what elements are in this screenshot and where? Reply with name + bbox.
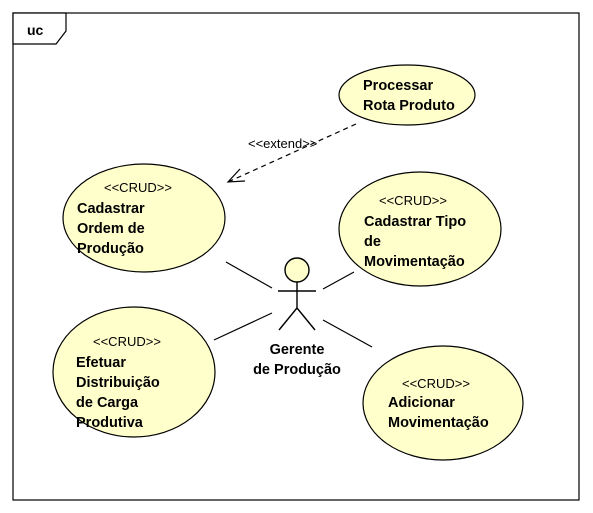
crud-stereotype: <<CRUD>> [402, 376, 470, 391]
association-line-cadastrar-tipo [322, 271, 355, 290]
extend-label: <<extend>> [248, 136, 317, 151]
use-case-cadastrar-tipo-movimentacao[interactable]: <<CRUD>> Cadastrar Tipo de Movimentação [338, 171, 502, 287]
crud-stereotype: <<CRUD>> [104, 180, 172, 195]
actor-name-line-2: de Produção [253, 362, 341, 378]
use-case-efetuar-distribuicao-carga[interactable]: <<CRUD>> Efetuar Distribuição de Carga P… [52, 306, 216, 438]
frame-label: uc [27, 22, 44, 38]
association-line-adicionar [322, 319, 373, 348]
use-case-name-line-1: Efetuar [76, 355, 126, 371]
actor-gerente-producao[interactable]: Gerente de Produção [253, 257, 341, 378]
use-case-name-line-1: Cadastrar Tipo [364, 214, 466, 230]
use-case-name-line-4: Produtiva [76, 415, 144, 431]
use-case-adicionar-movimentacao[interactable]: <<CRUD>> Adicionar Movimentação [362, 345, 524, 461]
use-case-name-line-3: Produção [77, 241, 144, 257]
use-case-ellipse [338, 64, 476, 126]
use-case-ellipse [52, 306, 216, 438]
use-case-ellipse [362, 345, 524, 461]
use-case-name-line-1: Cadastrar [77, 201, 145, 217]
use-case-name-line-1: Adicionar [388, 395, 455, 411]
use-case-name-line-3: Movimentação [364, 254, 465, 270]
use-case-name-line-2: Ordem de [77, 221, 145, 237]
use-case-name-line-2: Rota Produto [363, 98, 455, 114]
use-case-ellipse [62, 163, 226, 273]
use-case-name-line-2: de [364, 234, 381, 250]
association-line-cadastrar-ordem [225, 261, 273, 289]
crud-stereotype: <<CRUD>> [379, 193, 447, 208]
actor-stick-figure-icon [278, 257, 316, 331]
use-case-name-line-2: Distribuição [76, 375, 160, 391]
frame-tab [12, 12, 67, 45]
use-case-name-line-3: de Carga [76, 395, 139, 411]
use-case-cadastrar-ordem-producao[interactable]: <<CRUD>> Cadastrar Ordem de Produção [62, 163, 226, 273]
association-line-efetuar [213, 312, 273, 341]
extend-arrowhead [226, 168, 246, 183]
extend-relationship-line [227, 123, 357, 183]
use-case-name-line-1: Processar [363, 78, 433, 94]
actor-name-line-1: Gerente [270, 342, 325, 358]
use-case-ellipse [338, 171, 502, 287]
use-case-name-line-2: Movimentação [388, 415, 489, 431]
use-case-processar-rota-produto[interactable]: Processar Rota Produto [338, 64, 476, 126]
crud-stereotype: <<CRUD>> [93, 334, 161, 349]
